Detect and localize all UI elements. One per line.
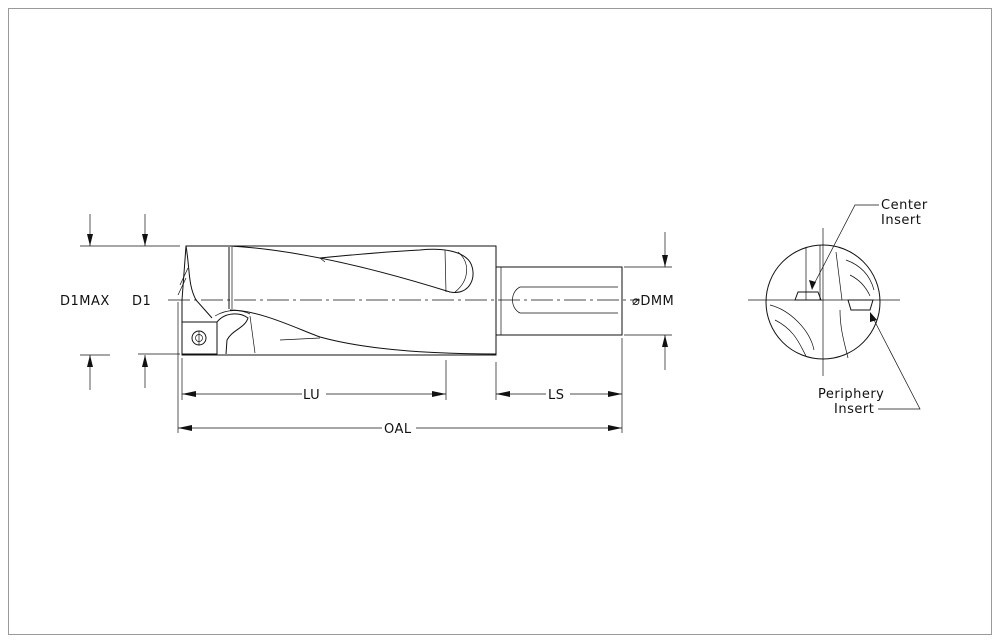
drill-body: [177, 245, 497, 356]
periphery-insert-label-2: Insert: [834, 402, 874, 417]
periphery-insert: [847, 299, 874, 311]
periphery-insert-label-1: Periphery: [818, 387, 884, 402]
d1-dimensions: [80, 214, 180, 390]
center-insert-label-1: Center: [881, 198, 928, 213]
dmm-label: ⌀DMM: [632, 294, 674, 309]
d1max-label: D1MAX: [60, 294, 110, 309]
center-insert: [794, 291, 822, 301]
periphery-insert-leader: [871, 315, 921, 410]
lu-label: LU: [303, 388, 320, 403]
oal-dimension: [178, 425, 622, 431]
oal-label: OAL: [384, 422, 412, 437]
end-view: [748, 228, 900, 376]
drill-shank: [495, 266, 623, 336]
ls-label: LS: [548, 388, 565, 403]
drawing-frame: [8, 8, 992, 635]
center-insert-label-2: Insert: [881, 213, 921, 228]
d1-label: D1: [132, 294, 151, 309]
lu-dimension: [182, 391, 446, 397]
ls-dimension: [496, 391, 622, 397]
dmm-dimension: [624, 232, 672, 370]
center-insert-leader: [811, 204, 879, 289]
